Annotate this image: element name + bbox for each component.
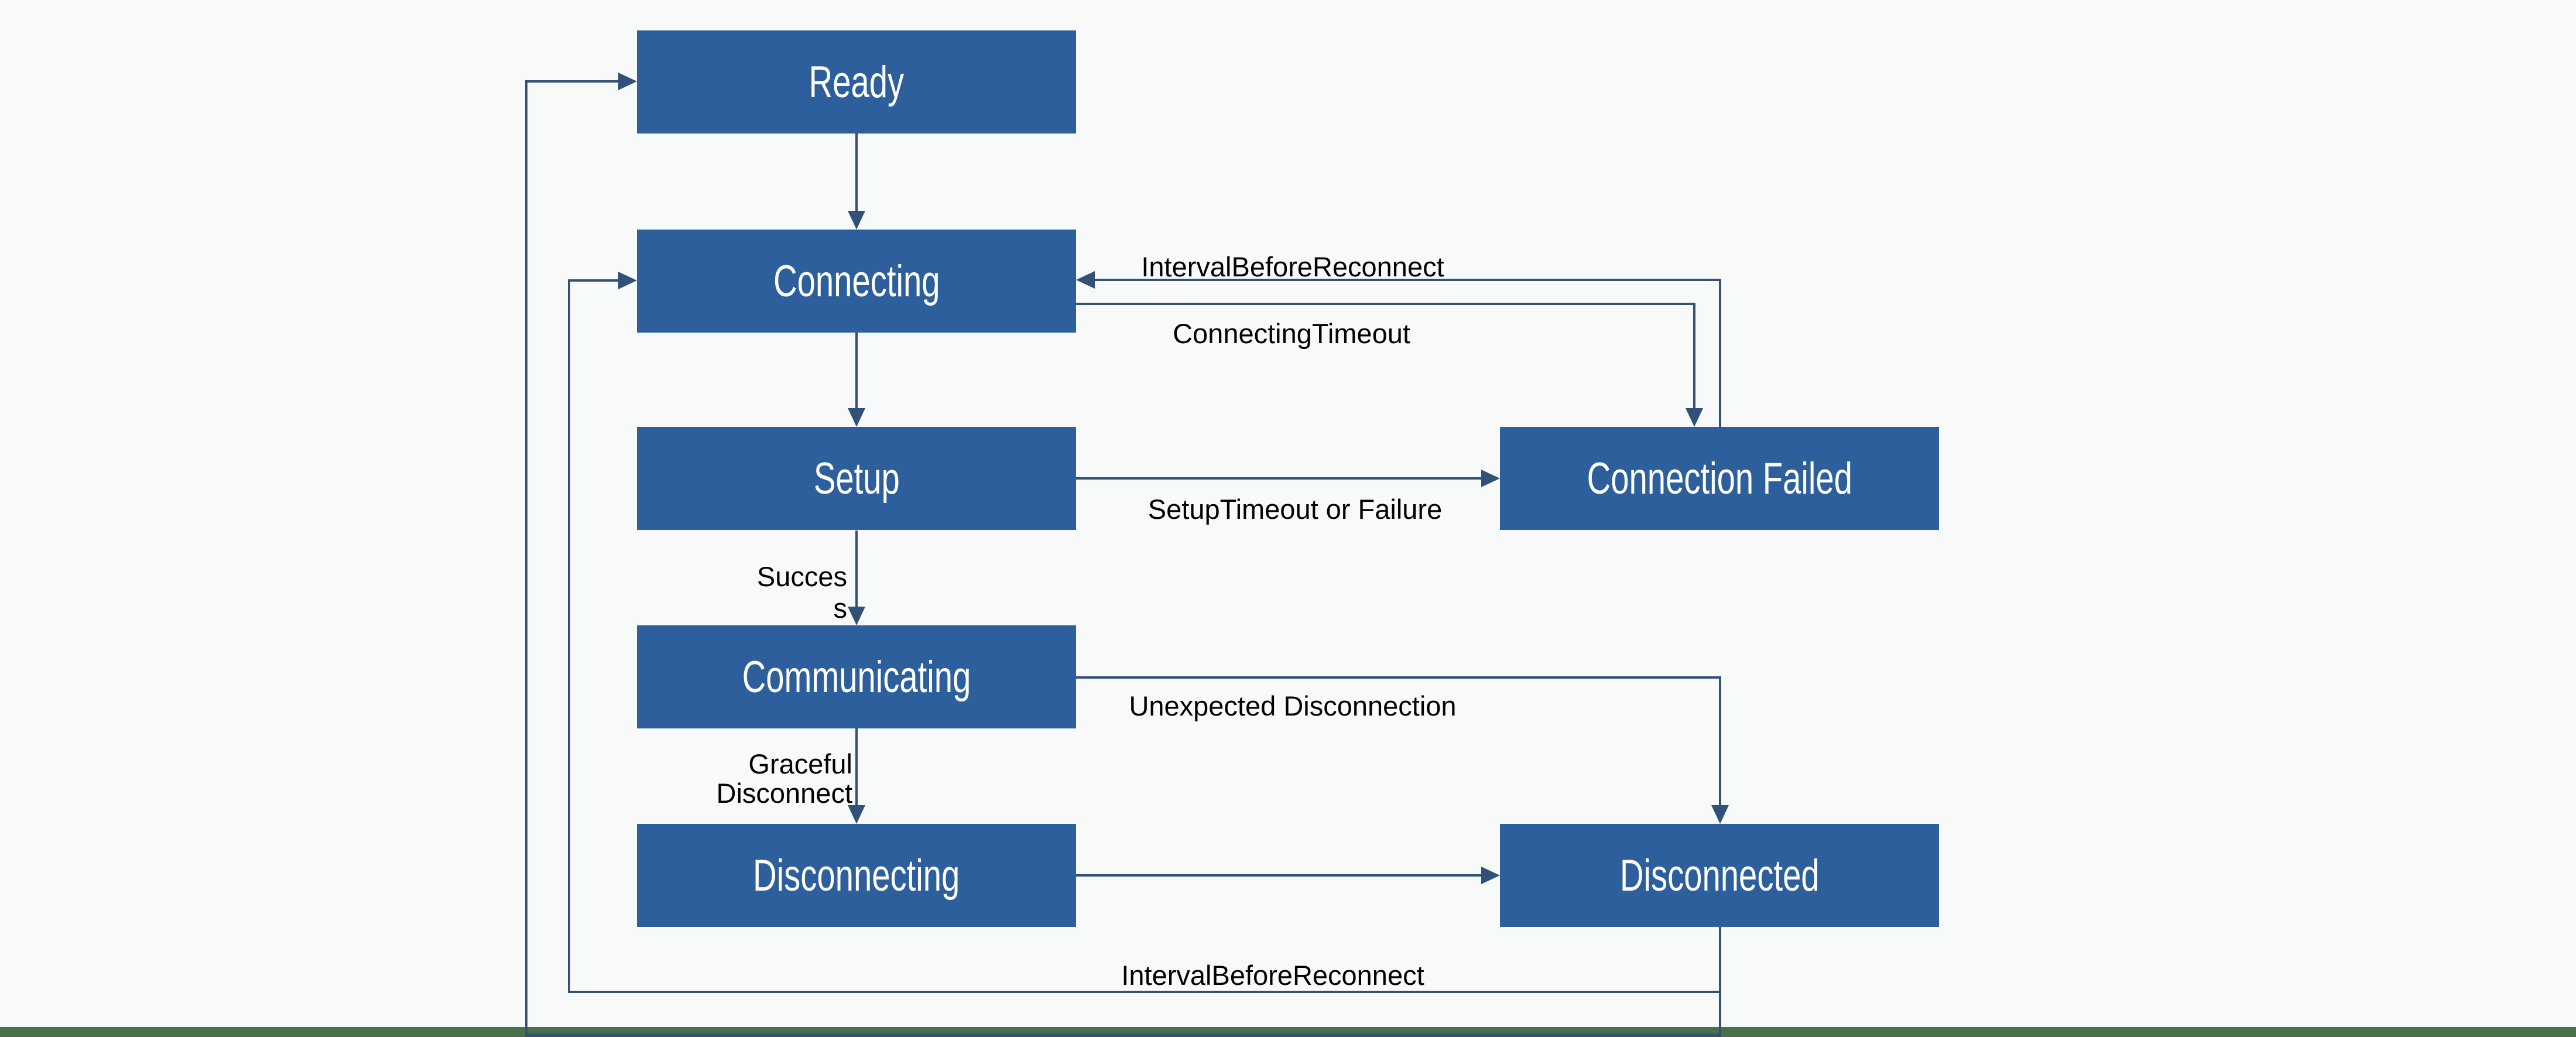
edge-disconnected-connecting-stub	[568, 279, 621, 282]
edge-label-unexpected-disconnection: Unexpected Disconnection	[1129, 690, 1457, 721]
node-communicating-label: Communicating	[742, 652, 971, 702]
edge-communicating-disconnecting-line	[855, 728, 858, 807]
edge-disconnected-ready-stub	[525, 80, 620, 83]
node-disconnecting-label: Disconnecting	[753, 850, 960, 901]
node-communicating: Communicating	[637, 625, 1076, 728]
edge-disconnected-ready-vline	[525, 80, 527, 1034]
edge-communicating-disconnected-hline	[1076, 676, 1721, 679]
arrowhead-right-icon	[1481, 470, 1500, 487]
edge-connectionfailed-connecting-vline	[1719, 279, 1721, 427]
edge-connectionfailed-connecting-hline	[1095, 279, 1721, 281]
node-ready: Ready	[637, 30, 1076, 134]
arrowhead-down-icon	[1711, 805, 1729, 824]
arrowhead-right-icon	[618, 272, 637, 289]
edge-disconnected-ready-bottom-line	[525, 1033, 1721, 1037]
edge-label-interval-before-reconnect-top: IntervalBeforeReconnect	[1141, 251, 1444, 282]
node-connecting: Connecting	[637, 230, 1076, 333]
edge-setup-connectionfailed-line	[1076, 477, 1484, 480]
edge-label-success: Succes s	[757, 561, 847, 624]
node-disconnected: Disconnected	[1500, 824, 1939, 927]
edge-label-connecting-timeout: ConnectingTimeout	[1173, 318, 1410, 349]
edge-label-interval-before-reconnect-bottom: IntervalBeforeReconnect	[1121, 960, 1424, 991]
edge-connecting-connectionfailed-hline	[1076, 303, 1695, 305]
arrowhead-left-icon	[1076, 271, 1095, 289]
arrowhead-down-icon	[848, 805, 865, 824]
arrowhead-down-icon	[848, 211, 865, 230]
node-setup-label: Setup	[813, 453, 900, 504]
edge-disconnecting-disconnected-line	[1076, 874, 1484, 877]
edge-label-success-line1: Succes	[756, 561, 847, 592]
edge-ready-connecting-line	[855, 134, 858, 213]
arrowhead-down-icon	[848, 607, 865, 625]
edge-label-success-line2: s	[833, 593, 848, 624]
edge-label-setup-timeout-or-failure: SetupTimeout or Failure	[1147, 494, 1443, 525]
edge-label-graceful-line2: Disconnect	[716, 778, 853, 809]
edge-connecting-setup-line	[855, 333, 858, 411]
edge-label-graceful-line1: Graceful	[748, 748, 852, 779]
edge-disconnected-connecting-vline-right	[1719, 927, 1721, 992]
edge-disconnected-connecting-vline-left	[568, 280, 570, 992]
edge-disconnected-ready-vline-right	[1719, 992, 1721, 1037]
node-disconnecting: Disconnecting	[637, 824, 1076, 927]
node-ready-label: Ready	[809, 57, 905, 107]
arrowhead-right-icon	[618, 73, 637, 90]
arrowhead-down-icon	[1686, 408, 1703, 427]
arrowhead-down-icon	[848, 408, 865, 427]
node-setup: Setup	[637, 427, 1076, 530]
node-connecting-label: Connecting	[773, 256, 940, 306]
edge-label-graceful-disconnect: Graceful Disconnect	[717, 749, 853, 808]
arrowhead-right-icon	[1481, 867, 1500, 884]
node-connection-failed-label: Connection Failed	[1587, 453, 1852, 504]
edge-connecting-connectionfailed-vline	[1693, 303, 1695, 409]
node-disconnected-label: Disconnected	[1619, 850, 1820, 901]
node-connection-failed: Connection Failed	[1500, 427, 1939, 530]
edge-communicating-disconnected-vline	[1719, 676, 1721, 806]
edge-setup-communicating-line	[855, 531, 858, 609]
edge-disconnected-connecting-hline	[568, 991, 1721, 993]
